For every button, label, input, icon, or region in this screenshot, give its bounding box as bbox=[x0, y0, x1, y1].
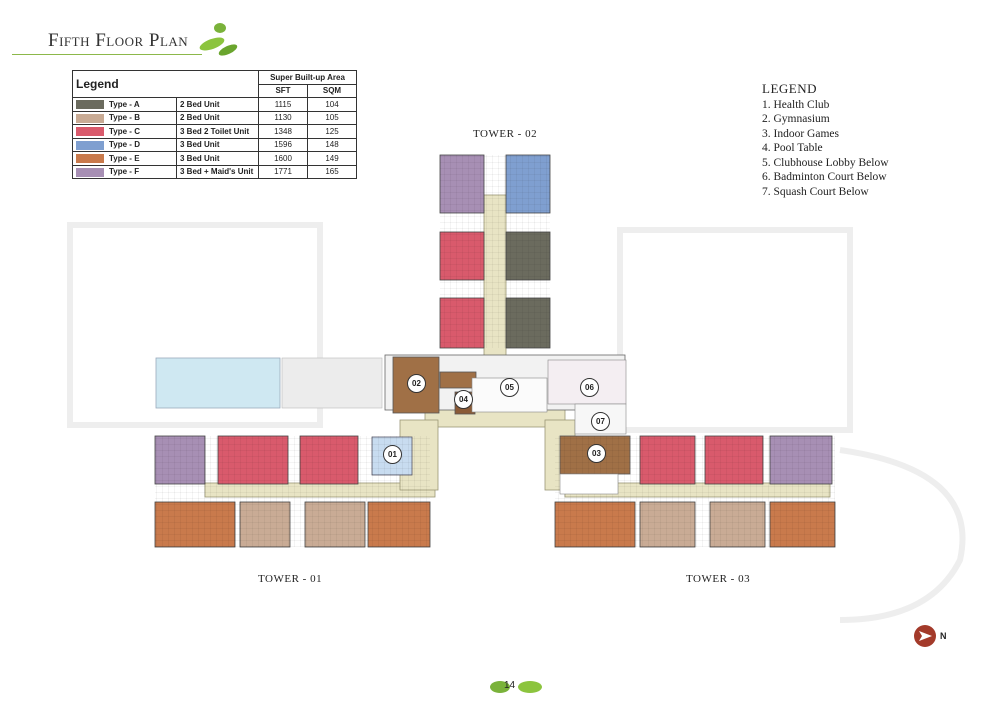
type-d-swatch bbox=[76, 140, 104, 150]
type-f-swatch bbox=[76, 167, 104, 177]
service-room bbox=[559, 473, 619, 495]
table-row: Type - B 2 Bed Unit 1130 105 bbox=[72, 110, 357, 125]
north-arrow-icon bbox=[914, 625, 936, 647]
list-item: 4. Pool Table bbox=[762, 142, 823, 154]
unit-legend-title: Legend bbox=[72, 70, 259, 98]
marker-03: 03 bbox=[587, 444, 606, 463]
table-row: Type - A 2 Bed Unit 1115 104 bbox=[72, 97, 357, 112]
table-row: Type - F 3 Bed + Maid's Unit 1771 165 bbox=[72, 164, 357, 179]
marker-07: 07 bbox=[591, 412, 610, 431]
swimming-pool bbox=[155, 357, 281, 409]
leaf-logo-icon bbox=[199, 23, 238, 56]
unit-type: Type - A bbox=[109, 99, 140, 109]
list-item: 5. Clubhouse Lobby Below bbox=[762, 156, 889, 169]
type-e-swatch bbox=[76, 154, 104, 163]
unit-legend-table: Legend Super Built-up Area SFT SQM Type … bbox=[72, 70, 357, 179]
room-detailing bbox=[155, 155, 835, 547]
amenity-legend: LEGEND 1. Health Club 2. Gymnasium 3. In… bbox=[762, 81, 889, 199]
list-item: 6. Badminton Court Below bbox=[762, 171, 887, 183]
gym-annex bbox=[439, 371, 477, 389]
amenity-legend-title: LEGEND bbox=[762, 81, 817, 96]
page-title: Fifth Floor Plan bbox=[48, 30, 189, 51]
pool-deck bbox=[281, 357, 383, 409]
marker-04: 04 bbox=[454, 390, 473, 409]
type-a-swatch bbox=[76, 100, 104, 109]
tower-02-label: TOWER - 02 bbox=[473, 128, 538, 140]
type-c-swatch bbox=[76, 127, 104, 136]
unit-type: Type - B bbox=[109, 113, 140, 123]
list-item: 1. Health Club bbox=[762, 98, 830, 111]
unit-type: Type - F bbox=[109, 167, 140, 177]
marker-01: 01 bbox=[383, 445, 402, 464]
background-outline bbox=[67, 222, 966, 623]
unit-sqm: 165 bbox=[307, 164, 357, 179]
list-item: 2. Gymnasium bbox=[762, 113, 830, 125]
marker-02: 02 bbox=[407, 374, 426, 393]
table-row: Type - D 3 Bed Unit 1596 148 bbox=[72, 137, 357, 152]
unit-type: Type - C bbox=[109, 126, 140, 136]
compass-label: N bbox=[940, 631, 947, 641]
unit-type: Type - D bbox=[109, 140, 140, 150]
type-b-swatch bbox=[76, 113, 104, 123]
title-rule bbox=[12, 54, 202, 55]
footer-leaf-icon bbox=[490, 681, 542, 693]
tower-01-label: TOWER - 01 bbox=[258, 573, 323, 585]
list-item: 3. Indoor Games bbox=[762, 127, 839, 140]
marker-06: 06 bbox=[580, 378, 599, 397]
list-item: 7. Squash Court Below bbox=[762, 185, 869, 198]
marker-05: 05 bbox=[500, 378, 519, 397]
page-number: 14 bbox=[504, 680, 516, 691]
tower-03-label: TOWER - 03 bbox=[686, 573, 751, 585]
unit-type: Type - E bbox=[109, 153, 140, 163]
unit-desc: 3 Bed + Maid's Unit bbox=[176, 164, 259, 179]
